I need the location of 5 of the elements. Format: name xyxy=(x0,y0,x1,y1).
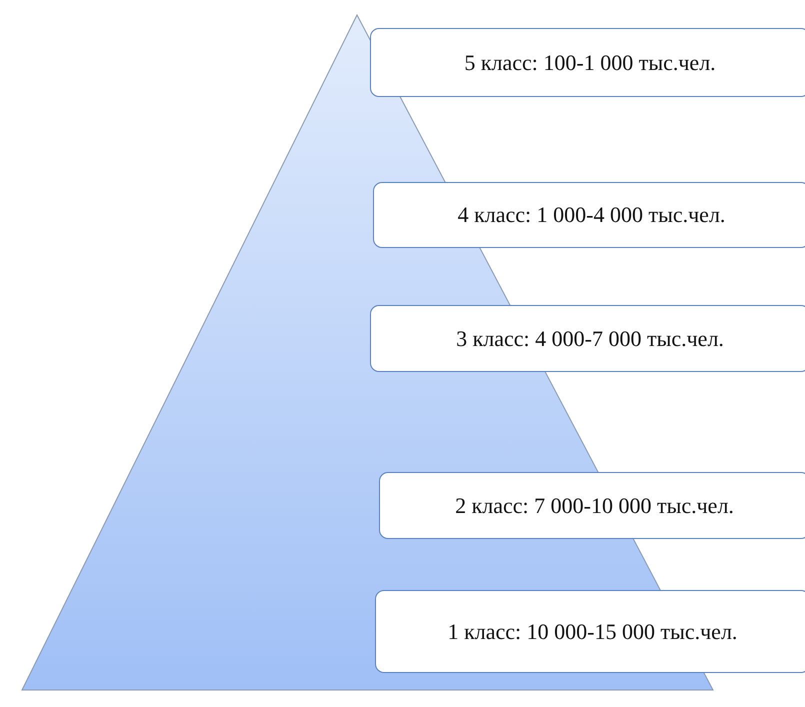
class-label-box: 5 класс: 100-1 000 тыс.чел. xyxy=(370,28,805,97)
class-label-box: 4 класс: 1 000-4 000 тыс.чел. xyxy=(373,182,805,248)
class-label-box: 3 класс: 4 000-7 000 тыс.чел. xyxy=(370,305,805,372)
class-label-box: 2 класс: 7 000-10 000 тыс.чел. xyxy=(379,472,805,539)
class-label-box: 1 класс: 10 000-15 000 тыс.чел. xyxy=(375,590,805,673)
